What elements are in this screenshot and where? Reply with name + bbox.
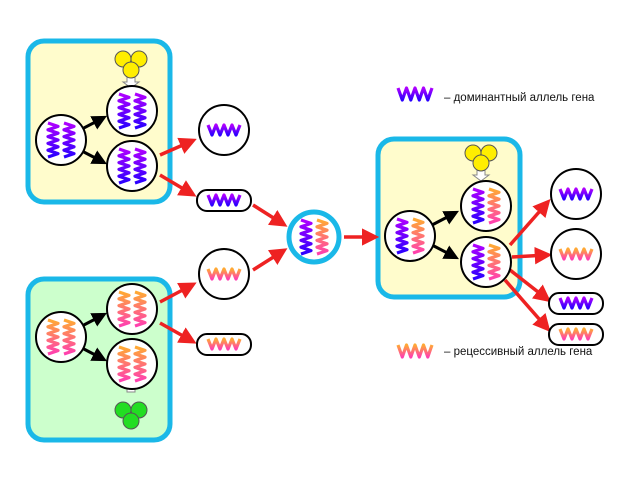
allele-recessive	[46, 318, 60, 356]
allele-recessive	[411, 217, 425, 255]
legend-recessive-icon	[396, 343, 434, 359]
allele-dominant	[206, 193, 242, 207]
parent1-daughter-top	[106, 85, 158, 137]
allele-recessive	[558, 247, 594, 261]
allele-recessive	[487, 243, 501, 281]
allele-dominant	[299, 218, 313, 256]
gamete-recessive-round	[198, 248, 250, 300]
red-arrows	[159, 137, 553, 344]
legend-recessive-label: – рецессивный аллель гена	[444, 346, 593, 358]
parent2-daughter-top	[106, 283, 158, 335]
allele-dominant	[558, 296, 594, 310]
allele-recessive	[117, 345, 131, 383]
allele-recessive	[133, 290, 147, 328]
offspring-gamete-dominant-round	[550, 168, 602, 220]
allele-recessive	[206, 337, 242, 351]
pill-gametes	[196, 189, 604, 356]
offspring-daughter-bottom	[460, 236, 512, 288]
allele-dominant	[117, 147, 131, 185]
allele-recessive	[117, 290, 131, 328]
gamete-recessive-pill	[196, 333, 252, 356]
offspring-gamete-dominant-pill	[548, 292, 604, 315]
legend-dominant-label: – доминантный аллель гена	[444, 92, 595, 104]
allele-recessive	[315, 218, 329, 256]
gamete-dominant-round	[198, 104, 250, 156]
green-trait-cluster-parent	[114, 401, 148, 430]
yellow-trait-cluster-offspring	[464, 144, 498, 172]
allele-recessive	[558, 327, 594, 341]
allele-dominant	[395, 217, 409, 255]
yellow-trait-cluster-parent	[114, 50, 148, 79]
offspring-daughter-top	[460, 180, 512, 232]
allele-dominant	[133, 147, 147, 185]
offspring-gamete-recessive-pill	[548, 323, 604, 346]
gamete-dominant-pill	[196, 189, 252, 212]
zygote	[286, 209, 342, 265]
parent2-diploid-cell	[35, 311, 87, 363]
allele-coils	[46, 86, 594, 383]
offspring-gamete-recessive-round	[550, 228, 602, 280]
allele-recessive	[487, 187, 501, 225]
allele-dominant	[471, 243, 485, 281]
allele-dominant	[558, 187, 594, 201]
parent1-diploid-cell	[35, 114, 87, 166]
allele-dominant	[206, 123, 242, 137]
parent1-daughter-bottom	[106, 140, 158, 192]
allele-dominant	[471, 187, 485, 225]
allele-dominant	[46, 121, 60, 159]
allele-dominant	[117, 92, 131, 130]
parent2-daughter-bottom	[106, 338, 158, 390]
allele-recessive	[62, 318, 76, 356]
allele-dominant	[62, 121, 76, 159]
allele-recessive	[133, 345, 147, 383]
allele-recessive	[206, 267, 242, 281]
allele-dominant	[133, 92, 147, 130]
legend-dominant-icon	[396, 86, 434, 102]
offspring-diploid-cell	[384, 210, 436, 262]
